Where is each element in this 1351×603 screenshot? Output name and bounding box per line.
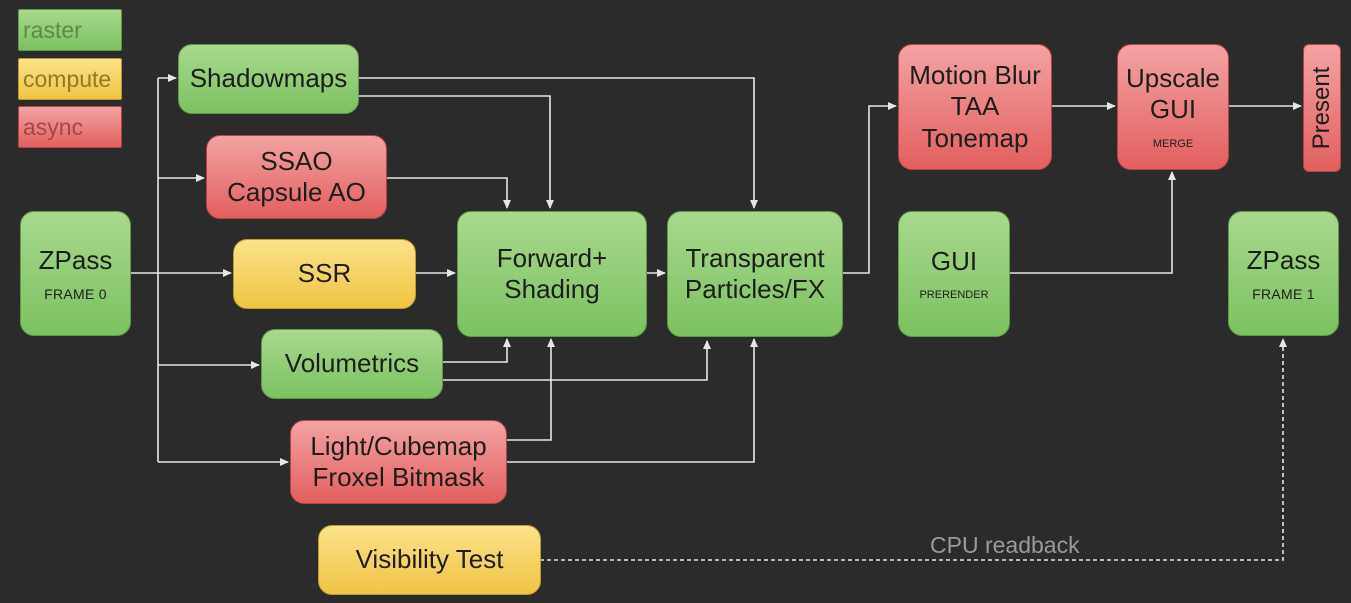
node-gui-prerender: GUI PRERENDER — [898, 211, 1010, 337]
node-title: GUI — [930, 245, 978, 276]
cpu-readback-label: CPU readback — [930, 532, 1080, 558]
edge-volumetrics-transparent — [442, 340, 711, 381]
node-volumetrics: Volumetrics — [261, 329, 443, 399]
edge-shadowmaps-forward — [358, 95, 554, 209]
node-line1: SSAO — [260, 145, 333, 176]
edge-zpass-trunk — [130, 78, 159, 462]
node-froxel-bitmask: Light/Cubemap Froxel Bitmask — [290, 420, 507, 504]
node-transparent-fx: Transparent Particles/FX — [667, 211, 843, 337]
edge-ssao-forward — [386, 177, 511, 209]
node-forward-shading: Forward+ Shading — [457, 211, 647, 337]
edge-shadowmaps-transparent — [358, 77, 758, 209]
node-title: ZPass — [1246, 244, 1321, 275]
node-line2: Particles/FX — [684, 274, 826, 304]
legend-async: async — [18, 106, 122, 148]
node-subtitle: MERGE — [1152, 137, 1194, 150]
node-visibility-test: Visibility Test — [318, 525, 541, 595]
node-title: Present — [1308, 66, 1335, 150]
edge-froxel-forward — [506, 338, 555, 441]
node-title: SSR — [297, 258, 352, 289]
node-subtitle: PRERENDER — [919, 289, 989, 301]
node-motion-blur: Motion Blur TAA Tonemap — [898, 44, 1052, 170]
node-title: ZPass — [38, 244, 113, 275]
node-present: Present — [1303, 44, 1341, 172]
node-line1: Upscale — [1126, 63, 1220, 94]
edge-gui-upscale — [1009, 171, 1176, 274]
node-line2: Froxel Bitmask — [312, 462, 485, 492]
node-ssr: SSR — [233, 239, 416, 309]
edge-froxel-transparent — [506, 338, 758, 463]
node-ssao: SSAO Capsule AO — [206, 135, 387, 219]
node-line1: Motion Blur — [909, 60, 1041, 91]
node-zpass-frame0: ZPass FRAME 0 — [20, 211, 131, 336]
legend-compute: compute — [18, 58, 122, 100]
node-line2: Capsule AO — [227, 177, 366, 207]
node-line2: GUI — [1149, 94, 1197, 125]
node-line1: Light/Cubemap — [310, 430, 487, 461]
node-line3: Tonemap — [921, 122, 1029, 153]
node-line1: Transparent — [685, 242, 825, 273]
node-title: Volumetrics — [284, 348, 420, 379]
node-line2: TAA — [950, 91, 1000, 122]
node-title: Visibility Test — [355, 544, 504, 575]
node-shadowmaps: Shadowmaps — [178, 44, 359, 114]
node-zpass-frame1: ZPass FRAME 1 — [1228, 211, 1339, 336]
node-line1: Forward+ — [496, 242, 608, 273]
edge-transparent-motionblur — [842, 102, 897, 274]
node-upscale-gui: Upscale GUI MERGE — [1117, 44, 1229, 170]
legend-raster: raster — [18, 9, 122, 51]
edge-visibility-zpass1 — [540, 338, 1287, 561]
node-subtitle: FRAME 1 — [1252, 285, 1315, 302]
edge-volumetrics-forward — [442, 338, 511, 363]
node-line2: Shading — [504, 274, 600, 304]
node-title: Shadowmaps — [189, 63, 348, 94]
node-subtitle: FRAME 0 — [44, 285, 107, 302]
